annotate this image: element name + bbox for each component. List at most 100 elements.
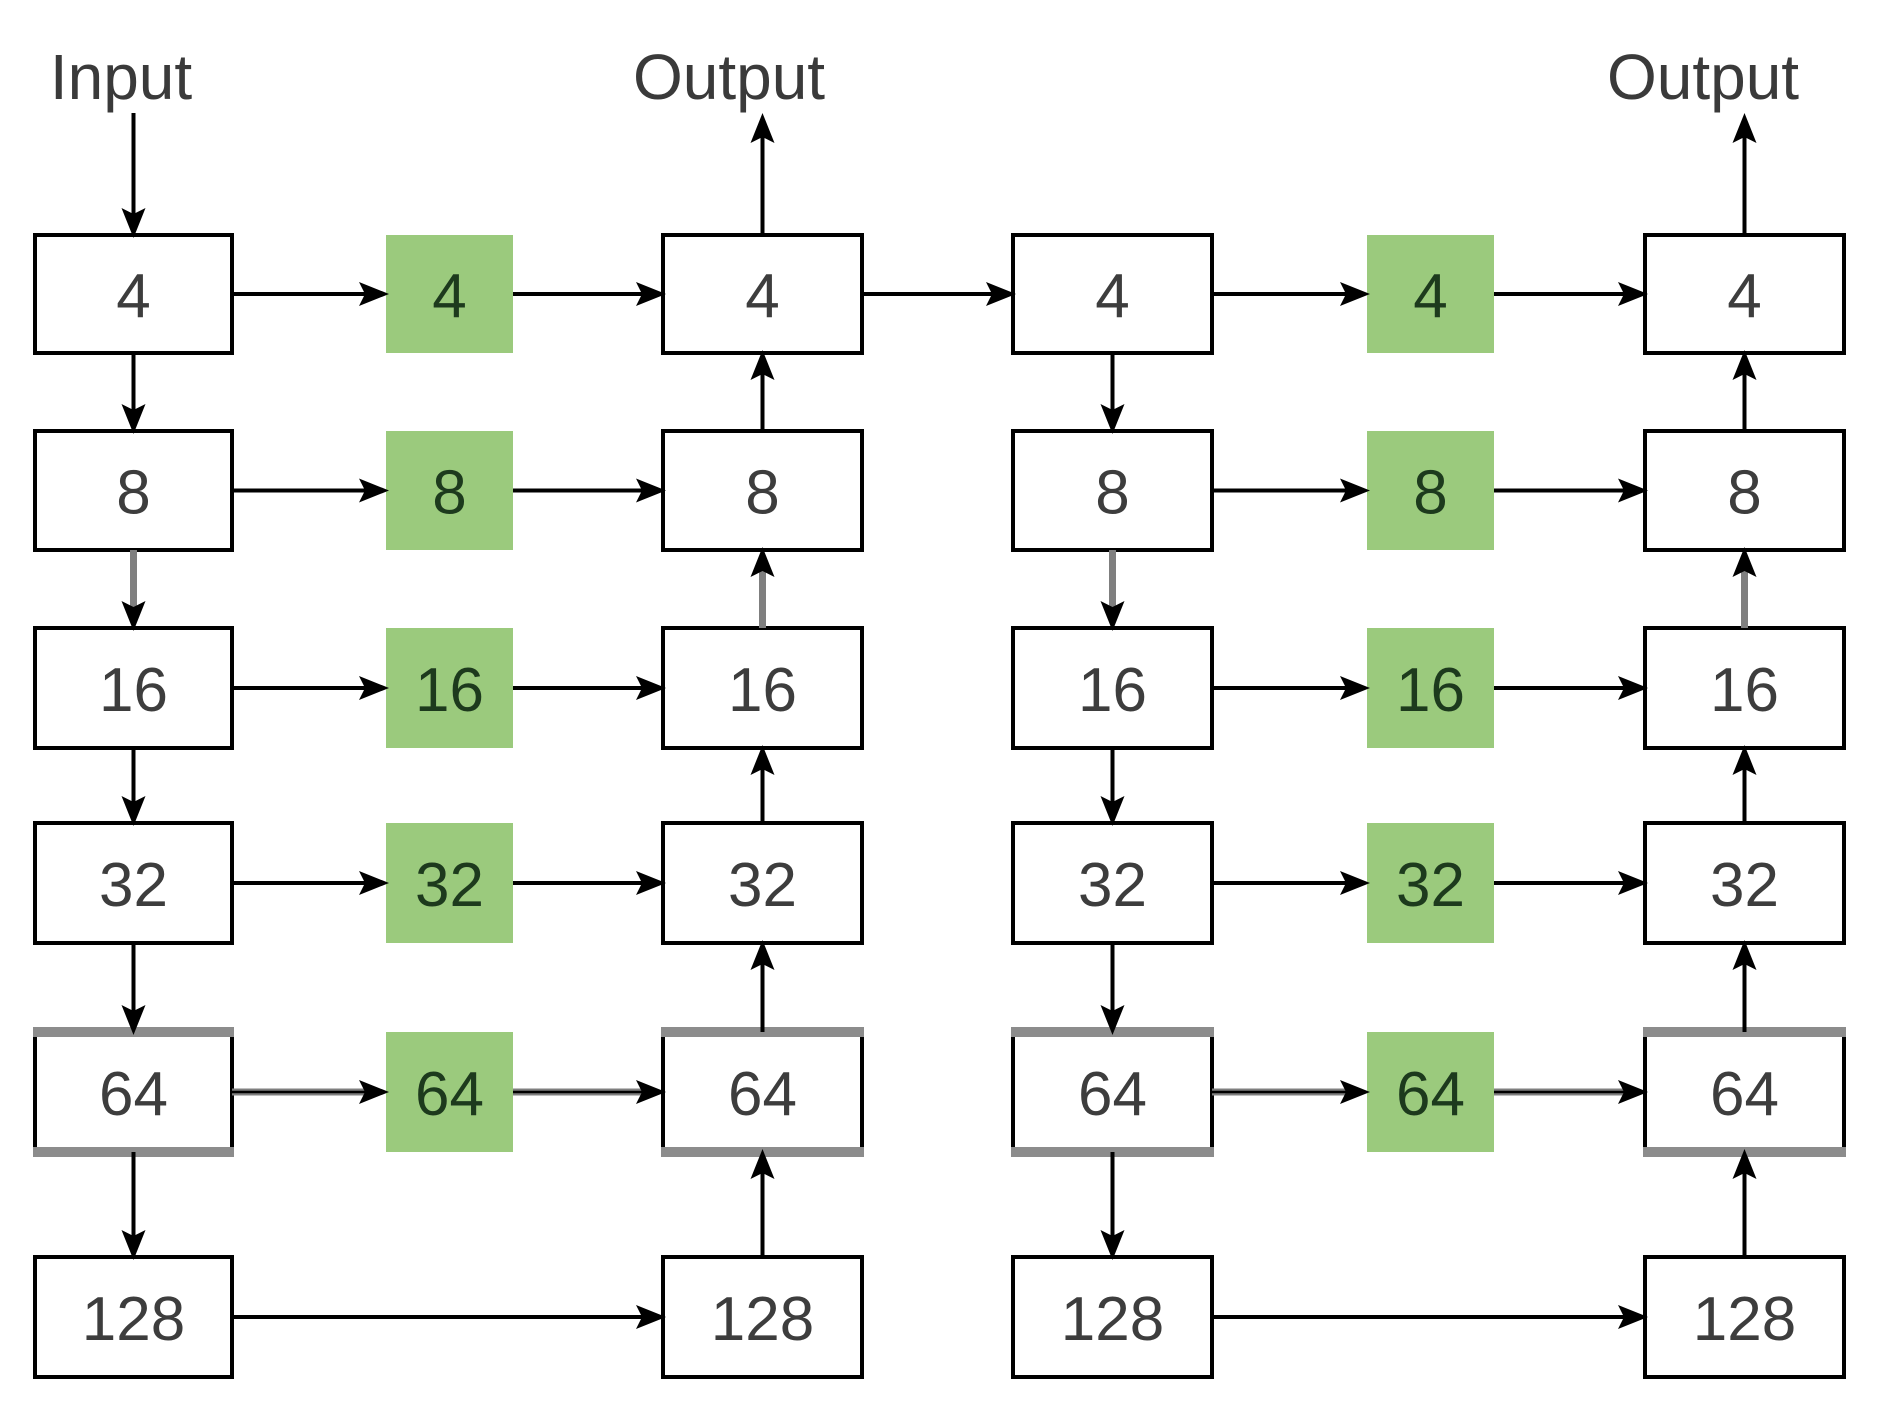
box-label-enc1-4: 4 (116, 262, 150, 331)
arrow-skip1-32-to-dec1-32-arrowhead-icon (636, 871, 666, 895)
box-label-skip2-16: 16 (1396, 656, 1465, 725)
arrow-enc2-64-to-enc2-128-arrowhead-icon (1100, 1230, 1125, 1260)
arrow-dec1-4-to-enc2-4-arrowhead-icon (986, 282, 1016, 306)
skip-connection-box-skip1-16 (386, 628, 513, 748)
arrow-skip2-16-to-dec2-16-arrowhead-icon (1618, 676, 1648, 700)
box-label-skip2-4: 4 (1413, 262, 1447, 331)
arrow-enc2-16-to-enc2-32-arrowhead-icon (1100, 796, 1125, 826)
arrow-skip2-4-to-dec2-4-arrowhead-icon (1618, 282, 1648, 306)
skip-connection-box-skip2-8 (1367, 431, 1494, 550)
arrow-dec2-64-to-dec2-32-arrowhead-icon (1732, 940, 1757, 970)
box-label-skip2-64: 64 (1396, 1060, 1465, 1129)
box-label-skip1-4: 4 (432, 262, 466, 331)
arrow-enc2-128-to-dec2-128-arrowhead-icon (1618, 1305, 1648, 1329)
skip-connection-box-skip2-64 (1367, 1032, 1494, 1152)
arrow-enc1-16-to-enc1-32-arrowhead-icon (121, 796, 146, 826)
layer-box-dec1-16 (661, 626, 864, 750)
box-label-skip1-8: 8 (432, 459, 466, 528)
arrow-skip2-32-to-dec2-32-arrowhead-icon (1618, 871, 1648, 895)
arrow-skip2-8-to-dec2-8-arrowhead-icon (1618, 478, 1648, 503)
arrow-dec2-128-to-dec2-64-arrowhead-icon (1732, 1149, 1757, 1179)
skip-connection-box-skip1-8 (386, 431, 513, 550)
box-label-dec1-16: 16 (728, 656, 797, 725)
arrow-enc2-4-to-enc2-8-arrowhead-icon (1100, 404, 1125, 434)
arrow-enc2-4-to-skip2-4-arrowhead-icon (1340, 282, 1370, 306)
box-label-dec1-128: 128 (711, 1285, 814, 1354)
arrow-enc1-64-to-enc1-128-arrowhead-icon (121, 1230, 146, 1260)
skip-connection-box-skip2-32 (1367, 823, 1494, 943)
layer-box-dec1-128 (661, 1255, 864, 1379)
box-label-skip1-16: 16 (415, 656, 484, 725)
arrow-skip1-16-to-dec1-16-arrowhead-icon (636, 676, 666, 700)
box-label-enc1-32: 32 (99, 851, 168, 920)
box-label-skip2-32: 32 (1396, 851, 1465, 920)
box-label-skip1-64: 64 (415, 1060, 484, 1129)
skip-connection-box-skip2-4 (1367, 235, 1494, 353)
arrow-enc1-128-to-dec1-128-arrowhead-icon (636, 1305, 666, 1329)
layer-box-dec2-32 (1643, 821, 1846, 945)
arrow-dec2-16-to-dec2-8-arrowhead-icon (1732, 547, 1757, 577)
arrow-enc2-64-to-skip2-64-arrowhead-icon (1340, 1080, 1370, 1104)
box-label-enc1-64: 64 (99, 1060, 168, 1129)
arrow-skip1-8-to-dec1-8-arrowhead-icon (636, 478, 666, 503)
arrow-enc1-8-to-skip1-8-arrowhead-icon (359, 478, 389, 503)
box-label-enc2-16: 16 (1078, 656, 1147, 725)
box-label-enc1-16: 16 (99, 656, 168, 725)
arrow-enc1-32-to-skip1-32-arrowhead-icon (359, 871, 389, 895)
arrow-enc2-32-to-enc2-64-arrowhead-icon (1100, 1005, 1125, 1035)
arrow-enc1-32-to-enc1-64-arrowhead-icon (121, 1005, 146, 1035)
arrow-enc1-16-to-skip1-16-arrowhead-icon (359, 676, 389, 700)
box-label-enc2-4: 4 (1095, 262, 1129, 331)
arrow-enc1-8-to-enc1-16-arrowhead-icon (121, 601, 146, 631)
skip-connection-box-skip1-32 (386, 823, 513, 943)
output-right-label: Output (1607, 41, 1799, 113)
arrow-dec1-8-to-dec1-4-arrowhead-icon (750, 350, 775, 380)
arrow-enc1-64-to-skip1-64-arrowhead-icon (359, 1080, 389, 1104)
arrow-enc2-16-to-skip2-16-arrowhead-icon (1340, 676, 1370, 700)
box-label-dec1-64: 64 (728, 1060, 797, 1129)
box-label-dec2-128: 128 (1693, 1285, 1796, 1354)
box-label-dec2-64: 64 (1710, 1060, 1779, 1129)
arrow-dec1-4-to-output-arrowhead-icon (750, 113, 775, 143)
box-label-enc1-8: 8 (116, 459, 150, 528)
skip-connection-box-skip1-64 (386, 1032, 513, 1152)
box-label-dec2-8: 8 (1727, 459, 1761, 528)
arrow-enc1-4-to-skip1-4-arrowhead-icon (359, 282, 389, 306)
layer-box-dec2-4 (1643, 233, 1846, 355)
skip-connection-box-skip1-4 (386, 235, 513, 353)
arrow-dec2-8-to-dec2-4-arrowhead-icon (1732, 350, 1757, 380)
layer-box-enc1-8 (33, 429, 234, 552)
box-label-enc2-128: 128 (1061, 1285, 1164, 1354)
arrow-dec2-4-to-output-arrowhead-icon (1732, 113, 1757, 143)
arrow-skip1-64-to-dec1-64-arrowhead-icon (636, 1080, 666, 1104)
arrow-skip2-64-to-dec2-64-arrowhead-icon (1618, 1080, 1648, 1104)
arrow-dec1-16-to-dec1-8-arrowhead-icon (750, 547, 775, 577)
arrow-dec2-32-to-dec2-16-arrowhead-icon (1732, 745, 1757, 775)
box-label-enc2-32: 32 (1078, 851, 1147, 920)
box-label-dec1-8: 8 (745, 459, 779, 528)
output-left-label: Output (633, 41, 825, 113)
box-label-skip1-32: 32 (415, 851, 484, 920)
arrow-enc2-32-to-skip2-32-arrowhead-icon (1340, 871, 1370, 895)
box-label-dec2-4: 4 (1727, 262, 1761, 331)
box-label-enc1-128: 128 (82, 1285, 185, 1354)
layer-box-enc1-4 (33, 233, 234, 355)
layer-box-enc1-128 (33, 1255, 234, 1379)
box-label-enc2-64: 64 (1078, 1060, 1147, 1129)
skip-connection-box-skip2-16 (1367, 628, 1494, 748)
arrow-skip1-4-to-dec1-4-arrowhead-icon (636, 282, 666, 306)
input-label: Input (50, 41, 193, 113)
box-label-dec2-16: 16 (1710, 656, 1779, 725)
arrow-dec1-64-to-dec1-32-arrowhead-icon (750, 940, 775, 970)
box-label-dec2-32: 32 (1710, 851, 1779, 920)
arrow-enc2-8-to-enc2-16-arrowhead-icon (1100, 601, 1125, 631)
arrow-dec1-32-to-dec1-16-arrowhead-icon (750, 745, 775, 775)
arrow-enc2-8-to-skip2-8-arrowhead-icon (1340, 478, 1370, 503)
arrow-dec1-128-to-dec1-64-arrowhead-icon (750, 1149, 775, 1179)
box-label-dec1-32: 32 (728, 851, 797, 920)
box-label-skip2-8: 8 (1413, 459, 1447, 528)
arrow-enc1-4-to-enc1-8-arrowhead-icon (121, 404, 146, 434)
